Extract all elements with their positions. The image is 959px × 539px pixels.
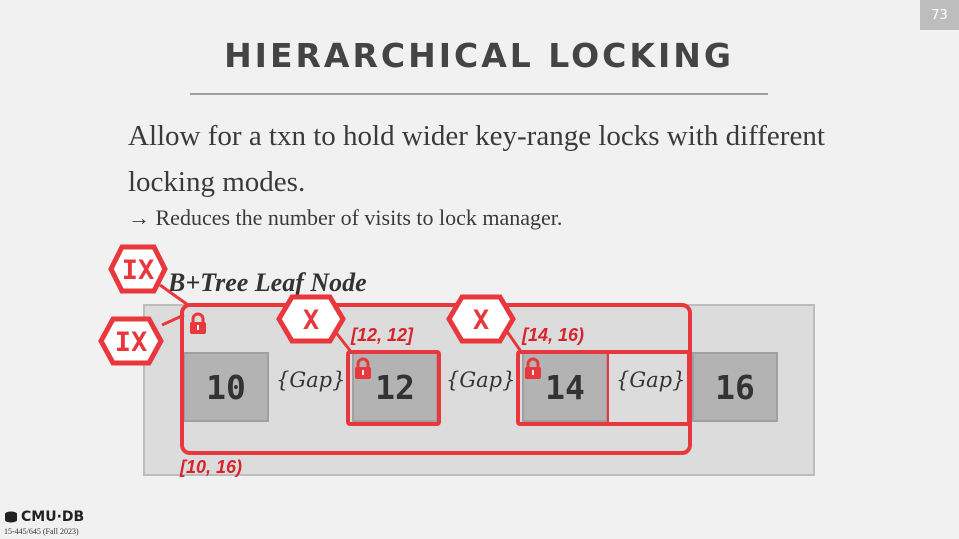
gap-3: {Gap} [616, 368, 686, 392]
x-lock-left-badge: X [276, 294, 346, 344]
ix-lock-top-badge: IX [108, 244, 168, 294]
range-label-outer: [10, 16) [180, 457, 243, 477]
logo-text: CMU·DB [21, 509, 85, 525]
bullet-main: Allow for a txn to hold wider key-range … [128, 120, 825, 198]
key-16: 16 [692, 352, 778, 422]
gap-2: {Gap} [446, 368, 516, 392]
padlock-icon [355, 357, 371, 379]
slide-title: HIERARCHICAL LOCKING [224, 36, 734, 75]
slide-number: 73 [920, 0, 959, 30]
gap-1: {Gap} [276, 368, 346, 392]
key-12: 12 [352, 352, 438, 422]
range-lock-right-divider [607, 350, 691, 426]
svg-text:IX: IX [115, 327, 148, 358]
title-divider [190, 93, 768, 95]
svg-text:X: X [473, 305, 489, 336]
svg-text:IX: IX [122, 255, 155, 286]
ix-lock-bottom-badge: IX [98, 316, 164, 366]
padlock-icon [190, 312, 206, 334]
leaf-node-label: B+Tree Leaf Node [168, 268, 367, 297]
key-10: 10 [183, 352, 269, 422]
key-14: 14 [522, 352, 608, 422]
x-lock-right-badge: X [446, 294, 516, 344]
course-label: 15-445/645 (Fall 2023) [4, 527, 79, 536]
database-icon [5, 511, 17, 523]
range-label-right: [14, 16) [522, 325, 585, 345]
range-lock-left [346, 350, 441, 426]
range-lock-right [516, 350, 691, 426]
padlock-icon [525, 357, 541, 379]
svg-text:X: X [303, 305, 319, 336]
bullet-sub: → Reduces the number of visits to lock m… [128, 205, 563, 230]
cmu-db-logo: CMU·DB [4, 509, 84, 525]
range-label-left: [12, 12] [351, 325, 414, 345]
